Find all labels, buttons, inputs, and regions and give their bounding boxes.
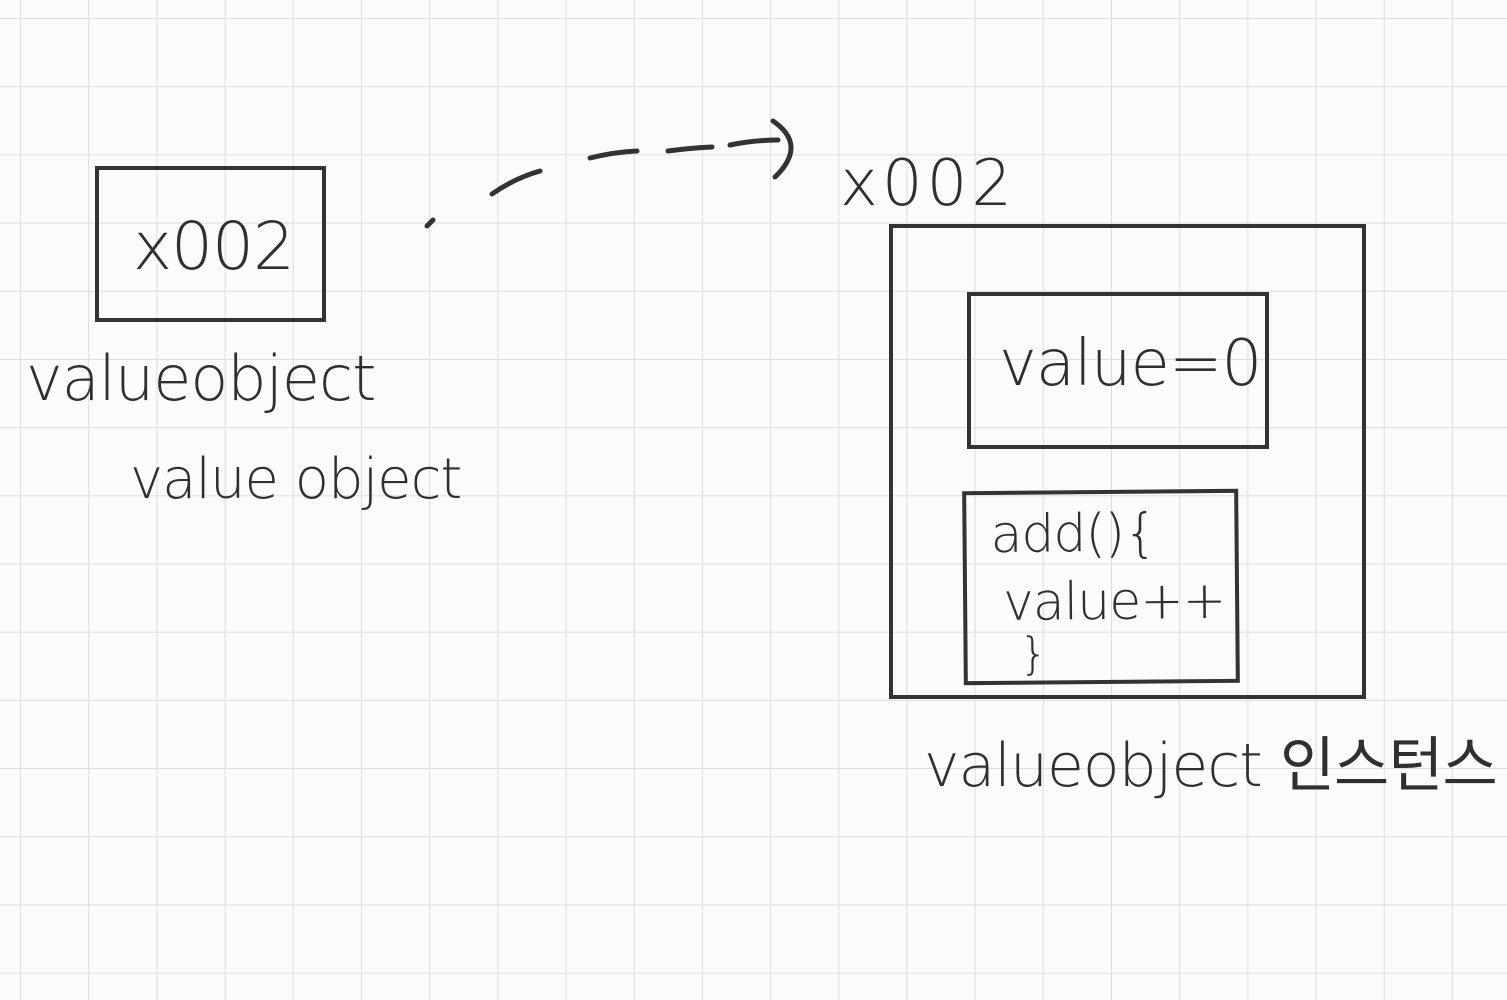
reference-label: valueobject: [26, 342, 376, 415]
instance-box: value=0 add(){ value++ }: [889, 224, 1366, 699]
reference-address: x002: [133, 208, 295, 285]
method-line-1: add(){: [990, 503, 1157, 565]
reference-label-spaced: value object: [130, 447, 462, 512]
field-value: value=0: [999, 327, 1262, 401]
instance-caption: valueobject 인스턴스: [924, 731, 1498, 801]
method-line-3: }: [1019, 628, 1047, 680]
method-box: add(){ value++ }: [962, 488, 1240, 686]
target-address: x002: [840, 147, 1017, 221]
reference-box: x002: [95, 166, 326, 322]
method-line-2: value++: [1002, 570, 1226, 633]
field-box: value=0: [967, 292, 1269, 449]
